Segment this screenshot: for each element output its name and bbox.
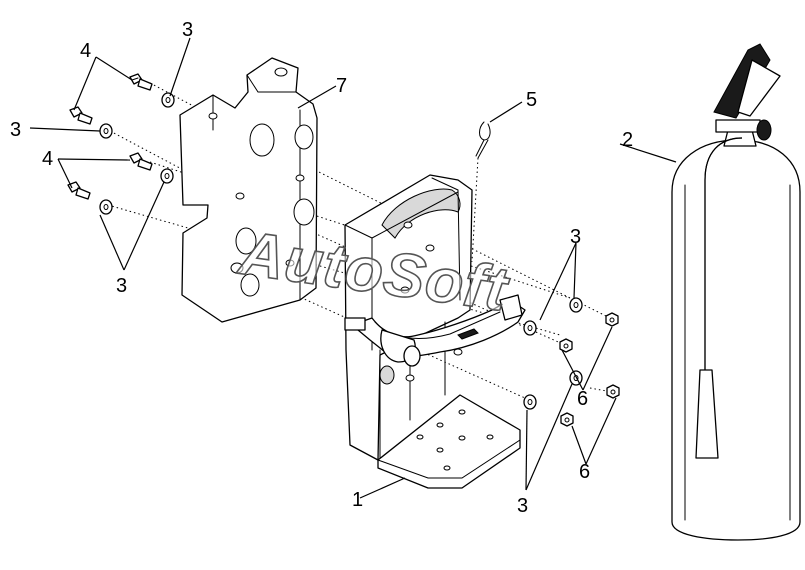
- callout-6-upper: 6: [577, 388, 588, 410]
- fire-extinguisher: [671, 43, 801, 541]
- washers-left: [99, 92, 175, 215]
- bolt-lower-right: [129, 152, 153, 171]
- bolt-lower-left: [67, 181, 91, 200]
- clamp-band: [344, 294, 526, 385]
- callout-4-lower: 4: [42, 148, 53, 170]
- cotter-pin: [475, 121, 491, 159]
- callout-3-bottom: 3: [517, 495, 528, 517]
- callout-3-top: 3: [182, 19, 193, 41]
- callouts: 1 2 3 3 3 3 3 4 4 5 6 6 7: [10, 19, 633, 517]
- washers-right: [523, 297, 583, 410]
- callout-2: 2: [622, 129, 633, 151]
- bolt-upper-left: [69, 106, 93, 125]
- bracket: [344, 174, 521, 489]
- callout-3-right: 3: [570, 226, 581, 248]
- callout-4-top: 4: [80, 40, 91, 62]
- right-fasteners: [523, 297, 620, 427]
- nuts: [559, 312, 620, 427]
- callout-7: 7: [336, 75, 347, 97]
- leader-lines: [29, 37, 677, 499]
- bolt-upper-right: [129, 73, 153, 91]
- wall-plate: [179, 57, 318, 323]
- callout-3-left: 3: [10, 119, 21, 141]
- callout-1: 1: [352, 489, 363, 511]
- callout-6-lower: 6: [579, 461, 590, 483]
- callout-5: 5: [526, 89, 537, 111]
- left-bolts: [67, 73, 175, 215]
- callout-3-lower-left: 3: [116, 275, 127, 297]
